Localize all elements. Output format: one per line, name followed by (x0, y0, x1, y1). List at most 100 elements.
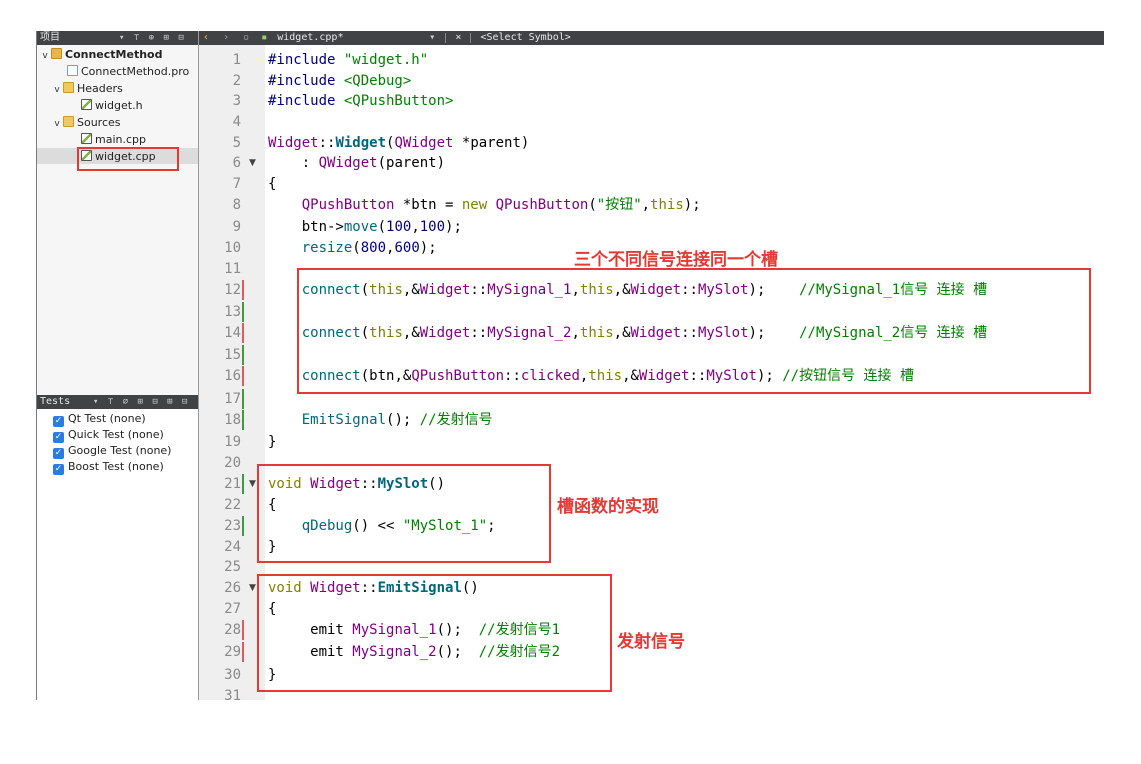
line-number: 9 (232, 219, 241, 235)
forward-arrow-icon[interactable]: › (223, 32, 230, 43)
panel-splitter[interactable] (198, 31, 199, 700)
code-line[interactable]: : QWidget(parent) (268, 155, 446, 171)
change-marker (242, 410, 244, 430)
annotation-connect: 三个不同信号连接同一个槽 (574, 250, 778, 270)
change-marker (242, 302, 244, 322)
toolbar-separator (470, 33, 472, 43)
code-line[interactable]: #include <QPushButton> (268, 93, 454, 109)
tests-toolbar-icons[interactable]: ▾ ⊤ ⌀ ⊞ ⊟ ⊞ ⊟ (93, 397, 190, 407)
line-number: 25 (224, 559, 241, 575)
line-number: 14 (224, 325, 241, 341)
line-number: 13 (224, 304, 241, 320)
fold-arrow-icon[interactable]: ▼ (249, 479, 256, 489)
close-icon[interactable]: × (455, 32, 462, 43)
pro-file-icon (67, 65, 78, 76)
code-line[interactable]: void Widget::EmitSignal() (268, 580, 479, 596)
code-line[interactable]: EmitSignal(); //发射信号 (301, 412, 493, 428)
code-line[interactable]: { (268, 497, 277, 513)
fold-arrow-icon[interactable]: ▼ (249, 158, 256, 168)
test-item[interactable]: ✓Quick Test (none) (53, 428, 164, 443)
widget-cpp-highlight-box (77, 147, 179, 171)
fold-arrow-icon[interactable]: ▼ (249, 583, 256, 593)
toolbar-separator (445, 33, 447, 43)
lock-icon: ▫ (243, 32, 250, 43)
line-number: 28 (224, 622, 241, 638)
test-item[interactable]: ✓Qt Test (none) (53, 412, 146, 427)
change-marker (242, 474, 244, 494)
code-line[interactable]: { (268, 176, 277, 192)
cpp-file-icon (81, 133, 92, 144)
line-number: 18 (224, 412, 241, 428)
change-marker (242, 280, 244, 300)
line-number: 27 (224, 601, 241, 617)
tree-item-widget-cpp[interactable]: widget.cpp (81, 149, 156, 165)
code-line[interactable]: #include <QDebug> (268, 73, 412, 89)
line-number: 2 (232, 73, 241, 89)
line-number: 12 (224, 282, 241, 298)
line-number: 3 (232, 93, 241, 109)
headers-folder-icon (63, 82, 74, 93)
back-arrow-icon[interactable]: ‹ (203, 32, 210, 43)
change-marker (242, 389, 244, 409)
symbol-selector[interactable]: <Select Symbol> (480, 32, 571, 43)
line-number: 19 (224, 434, 241, 450)
code-line[interactable]: connect(this,&Widget::MySignal_1,this,&W… (301, 282, 988, 298)
tree-item-main-cpp[interactable]: main.cpp (81, 132, 146, 148)
emit-highlight-box (257, 574, 612, 692)
connect-highlight-box (297, 268, 1091, 394)
line-number: 24 (224, 539, 241, 555)
code-line[interactable]: btn->move(100,100); (268, 219, 462, 235)
checkbox-checked-icon[interactable]: ✓ (53, 416, 64, 427)
checkbox-checked-icon[interactable]: ✓ (53, 464, 64, 475)
line-number: 17 (224, 391, 241, 407)
code-line[interactable]: #include "widget.h" (268, 52, 429, 68)
checkbox-checked-icon[interactable]: ✓ (53, 432, 64, 443)
tree-item-pro-file[interactable]: ConnectMethod.pro (67, 64, 189, 80)
line-number: 11 (224, 261, 241, 277)
code-line[interactable]: } (268, 667, 277, 683)
tests-panel-title: Tests (40, 396, 71, 407)
line-number: 23 (224, 518, 241, 534)
code-line[interactable]: resize(800,600); (301, 240, 437, 256)
code-line[interactable]: } (268, 434, 277, 450)
line-number: 16 (224, 368, 241, 384)
test-item[interactable]: ✓Google Test (none) (53, 444, 172, 459)
line-number: 6 (232, 155, 241, 171)
open-file-combo[interactable]: widget.cpp* (277, 32, 344, 43)
test-item[interactable]: ✓Boost Test (none) (53, 460, 164, 475)
sources-folder-icon (63, 116, 74, 127)
checkbox-checked-icon[interactable]: ✓ (53, 448, 64, 459)
line-number: 29 (224, 644, 241, 660)
change-marker (242, 642, 244, 662)
code-line[interactable]: void Widget::MySlot() (268, 476, 446, 492)
annotation-emit: 发射信号 (617, 632, 685, 652)
toolbar-icons[interactable]: ▾ ⊤ ⊕ ⊞ ⊟ (119, 33, 186, 43)
left-border (36, 31, 37, 700)
line-number: 30 (224, 667, 241, 683)
combo-dropdown-icon[interactable]: ▾ (429, 32, 436, 43)
change-marker (242, 345, 244, 365)
chevron-down-icon[interactable]: v (54, 85, 60, 95)
header-file-icon (81, 99, 92, 110)
code-editor[interactable] (265, 45, 1104, 700)
chevron-down-icon[interactable]: v (54, 119, 60, 129)
code-line[interactable]: connect(this,&Widget::MySignal_2,this,&W… (301, 325, 988, 341)
code-line[interactable]: QPushButton *btn = new QPushButton("按钮",… (301, 197, 701, 213)
tree-item-widget-h[interactable]: widget.h (81, 98, 143, 114)
line-number: 15 (224, 347, 241, 363)
code-line[interactable]: connect(btn,&QPushButton::clicked,this,&… (301, 368, 914, 384)
chevron-down-icon[interactable]: v (42, 51, 48, 61)
code-line[interactable]: qDebug() << "MySlot_1"; (301, 518, 496, 534)
code-line[interactable]: emit MySignal_1(); //发射信号1 (268, 622, 561, 638)
code-line[interactable]: } (268, 539, 277, 555)
change-marker (242, 323, 244, 343)
code-line[interactable]: { (268, 601, 277, 617)
line-number: 7 (232, 176, 241, 192)
code-line[interactable]: Widget::Widget(QWidget *parent) (268, 135, 530, 151)
code-line[interactable]: emit MySignal_2(); //发射信号2 (268, 644, 561, 660)
change-marker (242, 516, 244, 536)
